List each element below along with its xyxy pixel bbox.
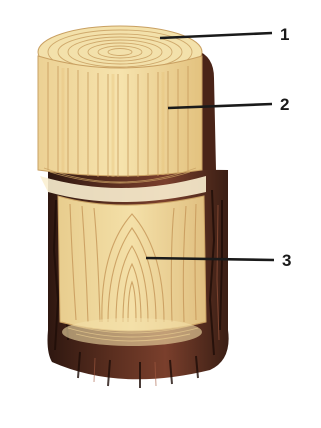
label-2: 2 [280,95,289,114]
tangential-plank [58,196,206,346]
radial-plank [38,56,202,183]
label-3: 3 [282,251,291,270]
label-1: 1 [280,25,289,44]
